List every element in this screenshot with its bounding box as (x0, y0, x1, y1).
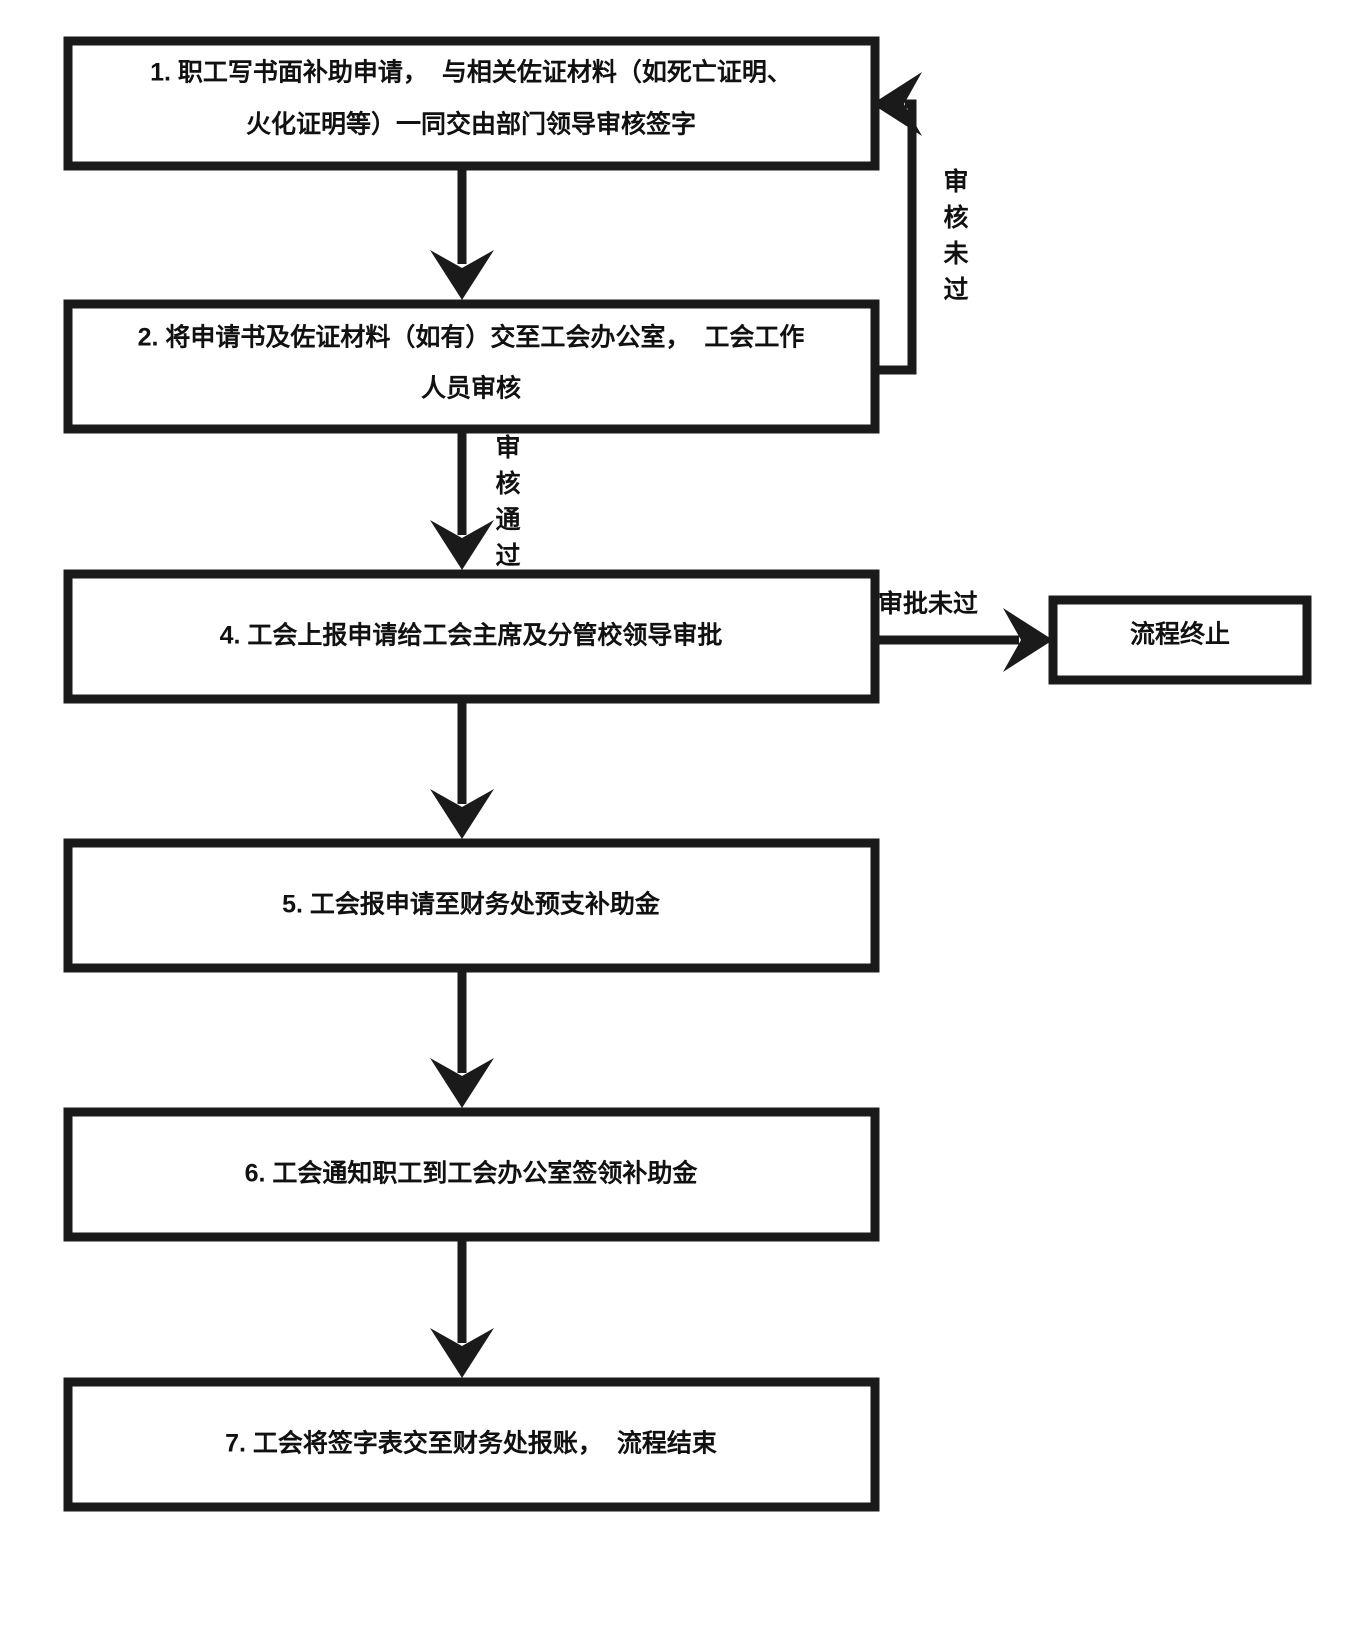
edge-label-review-failed: 审核未过 (943, 167, 968, 304)
step1-text-line1: 1. 职工写书面补助申请， 与相关佐证材料（如死亡证明、 (150, 58, 792, 87)
arrowhead-step2-to-step4 (430, 520, 494, 570)
edge-label-approval-failed: 审批未过 (878, 589, 978, 618)
arrowhead-step6-to-step7 (430, 1328, 494, 1378)
process-box-step1[interactable] (63, 36, 880, 171)
edge-label-review-passed: 审核通过 (495, 433, 520, 570)
arrowhead-loop-to-step1 (872, 72, 922, 136)
arrowhead-step1-to-step2 (430, 250, 494, 300)
process-box-step7[interactable] (63, 1377, 880, 1512)
arrowhead-step5-to-step6 (430, 1058, 494, 1108)
process-box-step2[interactable] (63, 299, 880, 434)
step2-text-line2: 人员审核 (421, 374, 521, 403)
step1-text-line2: 火化证明等）一同交由部门领导审核签字 (246, 110, 696, 139)
process-box-step5[interactable] (63, 838, 880, 973)
step2-text-line1: 2. 将申请书及佐证材料（如有）交至工会办公室， 工会工作 (138, 323, 805, 352)
arrowhead-step4-to-step5 (430, 789, 494, 839)
step6-text-line1: 6. 工会通知职工到工会办公室签领补助金 (245, 1159, 699, 1188)
step4-text-line1: 4. 工会上报申请给工会主席及分管校领导审批 (220, 621, 723, 650)
step7-text-line1: 7. 工会将签字表交至财务处报账， 流程结束 (225, 1429, 718, 1458)
process-box-step6[interactable] (63, 1107, 880, 1242)
connector-step2-to-step1-loop (875, 99, 917, 375)
process-box-step4[interactable] (63, 569, 880, 704)
process-box-terminate[interactable] (1048, 595, 1312, 685)
arrowhead-step4-to-terminate (1003, 608, 1053, 672)
step5-text-line1: 5. 工会报申请至财务处预支补助金 (282, 890, 661, 919)
terminate-text: 流程终止 (1130, 620, 1230, 649)
